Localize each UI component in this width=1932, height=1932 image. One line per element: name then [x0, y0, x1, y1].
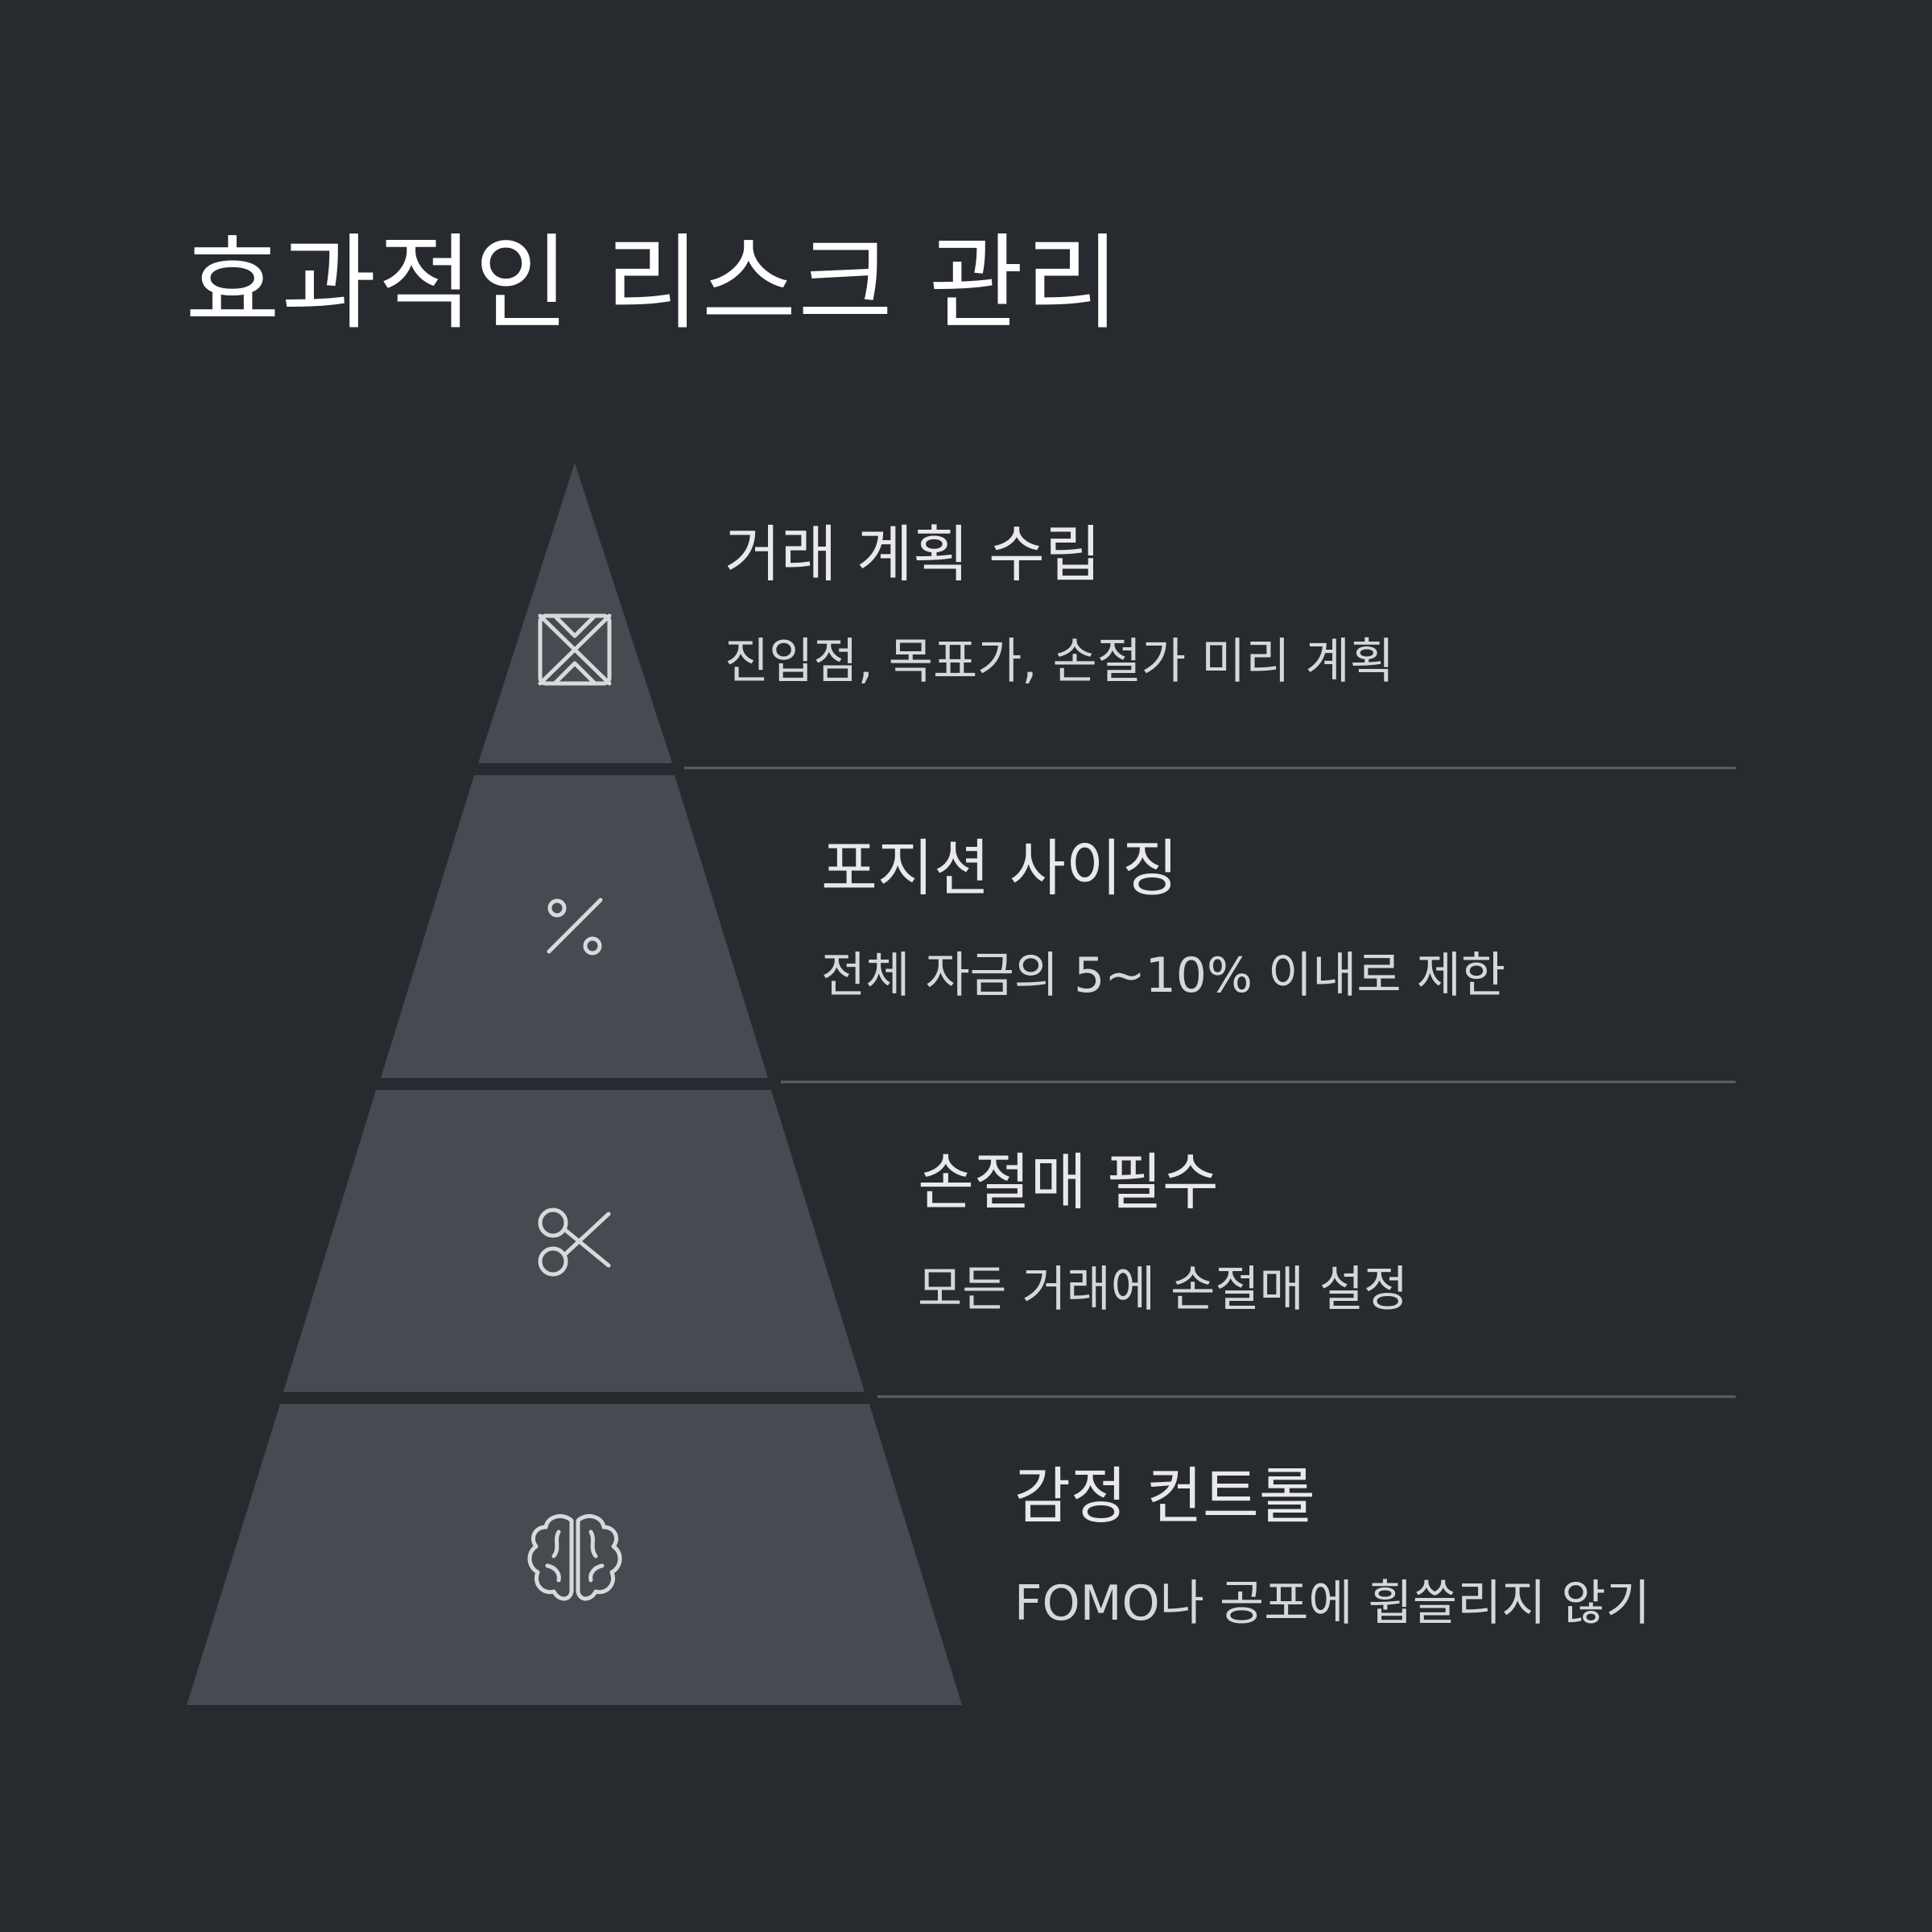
crossed-box-icon	[538, 613, 612, 686]
percent-icon	[547, 898, 603, 956]
step-title: 감정 컨트롤	[1014, 1460, 1315, 1532]
step-description: 진입점, 목표가, 손절가 미리 계획	[724, 634, 1395, 690]
pyramid-tier-4	[187, 1404, 962, 1705]
step-2-text: 포지션 사이징 전체 자금의 5~10% 이내로 제한	[821, 832, 1505, 1006]
step-description: 모든 거래에 손절매 설정	[918, 1261, 1409, 1318]
step-4-text: 감정 컨트롤 FOMO나 공포에 휩쓸리지 않기	[1014, 1460, 1650, 1634]
step-3-text: 손절매 필수 모든 거래에 손절매 설정	[918, 1146, 1408, 1320]
step-1-text: 거래 계획 수립 진입점, 목표가, 손절가 미리 계획	[724, 518, 1394, 692]
step-title: 포지션 사이징	[821, 832, 1179, 904]
step-description: FOMO나 공포에 휩쓸리지 않기	[1014, 1575, 1650, 1632]
pyramid-tier-3	[283, 1090, 865, 1392]
pyramid-tier-1	[478, 463, 672, 763]
brain-icon	[527, 1513, 622, 1601]
page-title: 효과적인 리스크 관리	[185, 224, 1122, 344]
step-description: 전체 자금의 5~10% 이내로 제한	[821, 947, 1506, 1004]
step-title: 거래 계획 수립	[724, 518, 1101, 590]
scissors-icon	[538, 1208, 611, 1277]
step-title: 손절매 필수	[918, 1146, 1219, 1218]
